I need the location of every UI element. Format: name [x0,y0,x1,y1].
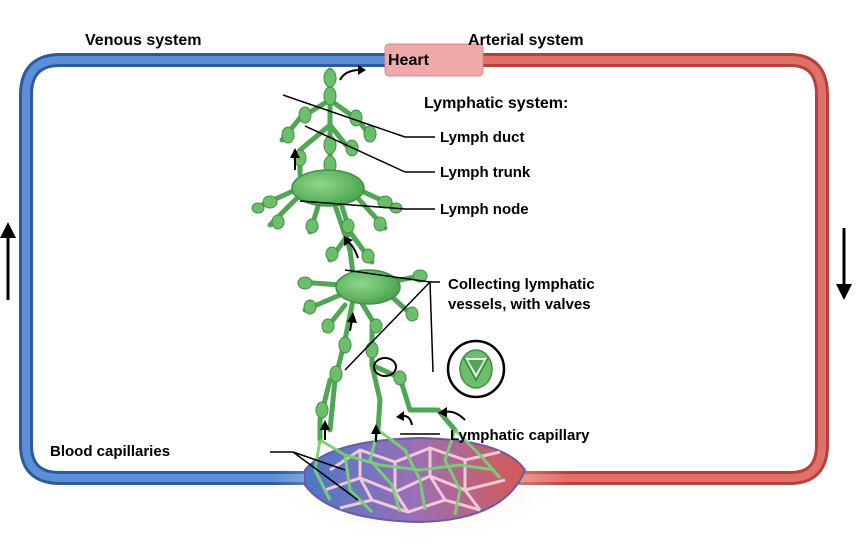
venous-system-label: Venous system [85,32,202,49]
arterial-system-label: Arterial system [468,32,584,49]
heart [384,43,484,77]
leader-lines [270,94,440,501]
lymphatic-capillary-network [313,428,502,516]
lymph-node-label: Lymph node [440,201,529,218]
collecting-vessels-label-line1: Collecting lymphatic [448,276,595,293]
arterial-vessel [473,53,829,485]
blood-capillaries-label: Blood capillaries [50,443,170,460]
lymph-trunk-label: Lymph trunk [440,164,531,181]
lymphatic-system-heading: Lymphatic system: [424,95,568,112]
lymph-duct-label: Lymph duct [440,129,524,146]
heart-label: Heart [388,52,430,69]
collecting-vessels-label-line2: vessels, with valves [448,296,591,313]
lymph-flow-arrows [290,65,466,442]
up-arrow-icon [0,222,16,300]
lymph-node-lower [335,269,401,305]
down-arrow-icon [836,228,852,300]
lymphatic-capillary-label: Lymphatic capillary [450,427,590,444]
valve-icon [446,339,506,399]
valve-highlight-circle [373,357,397,377]
lymph-node [291,169,365,207]
